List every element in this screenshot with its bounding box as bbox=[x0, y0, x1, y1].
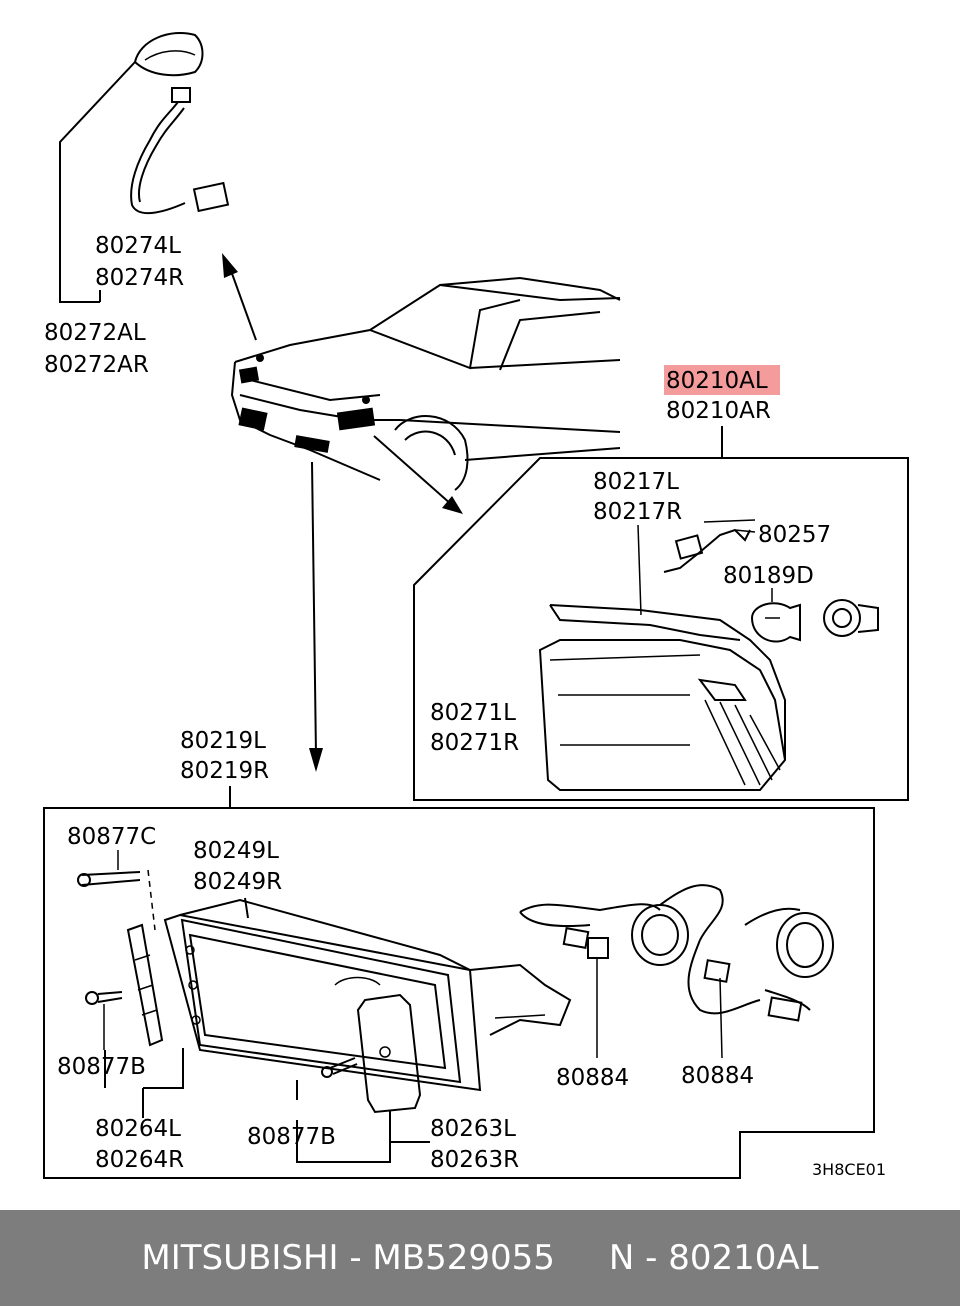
label-80274L: 80274L bbox=[95, 233, 181, 259]
label-80257: 80257 bbox=[758, 522, 831, 548]
label-80189D: 80189D bbox=[723, 563, 814, 589]
label-80210AL: 80210AL bbox=[666, 368, 768, 394]
footer-text: MITSUBISHI - MB529055 N - 80210AL bbox=[141, 1238, 819, 1278]
label-80263L: 80263L bbox=[430, 1116, 516, 1142]
label-80219L: 80219L bbox=[180, 728, 266, 754]
label-80264L: 80264L bbox=[95, 1116, 181, 1142]
leader-80264-right bbox=[143, 1048, 184, 1089]
corner-lamp-illustration bbox=[538, 519, 879, 791]
label-80877C: 80877C bbox=[67, 824, 156, 850]
label-80877B-center: 80877B bbox=[247, 1124, 336, 1150]
label-80271R: 80271R bbox=[430, 730, 519, 756]
label-80263R: 80263R bbox=[430, 1147, 519, 1173]
label-80274R: 80274R bbox=[95, 265, 184, 291]
box-corner-lamp bbox=[413, 457, 909, 801]
label-80877B-left: 80877B bbox=[57, 1054, 146, 1080]
side-marker-lamp-illustration bbox=[130, 32, 230, 214]
leader-80272A bbox=[59, 61, 136, 303]
label-80217R: 80217R bbox=[593, 499, 682, 525]
label-80219R: 80219R bbox=[180, 758, 269, 784]
label-80249L: 80249L bbox=[193, 838, 279, 864]
parts-diagram: 80274L 80274R 80272AL 80272AR 80210AL 80… bbox=[43, 32, 909, 1179]
label-80210AR: 80210AR bbox=[666, 398, 771, 424]
diagram-code: 3H8CE01 bbox=[812, 1160, 886, 1179]
box-fog-lamp bbox=[43, 807, 875, 1179]
highlight-80210AL bbox=[664, 365, 780, 395]
label-80272AR: 80272AR bbox=[44, 352, 149, 378]
label-80271L: 80271L bbox=[430, 700, 516, 726]
label-80249R: 80249R bbox=[193, 869, 282, 895]
arrows bbox=[222, 253, 463, 772]
leader-80263 bbox=[296, 1110, 391, 1163]
footer-bar: MITSUBISHI - MB529055 N - 80210AL bbox=[0, 1210, 960, 1306]
label-80272AL: 80272AL bbox=[44, 320, 146, 346]
label-80884-left: 80884 bbox=[556, 1065, 629, 1091]
label-80884-right: 80884 bbox=[681, 1063, 754, 1089]
label-80217L: 80217L bbox=[593, 469, 679, 495]
part-labels: 80274L 80274R 80272AL 80272AR 80210AL 80… bbox=[44, 233, 886, 1179]
fog-lamp-illustration bbox=[77, 850, 834, 1114]
vehicle-front-illustration bbox=[230, 276, 621, 491]
label-80264R: 80264R bbox=[95, 1147, 184, 1173]
